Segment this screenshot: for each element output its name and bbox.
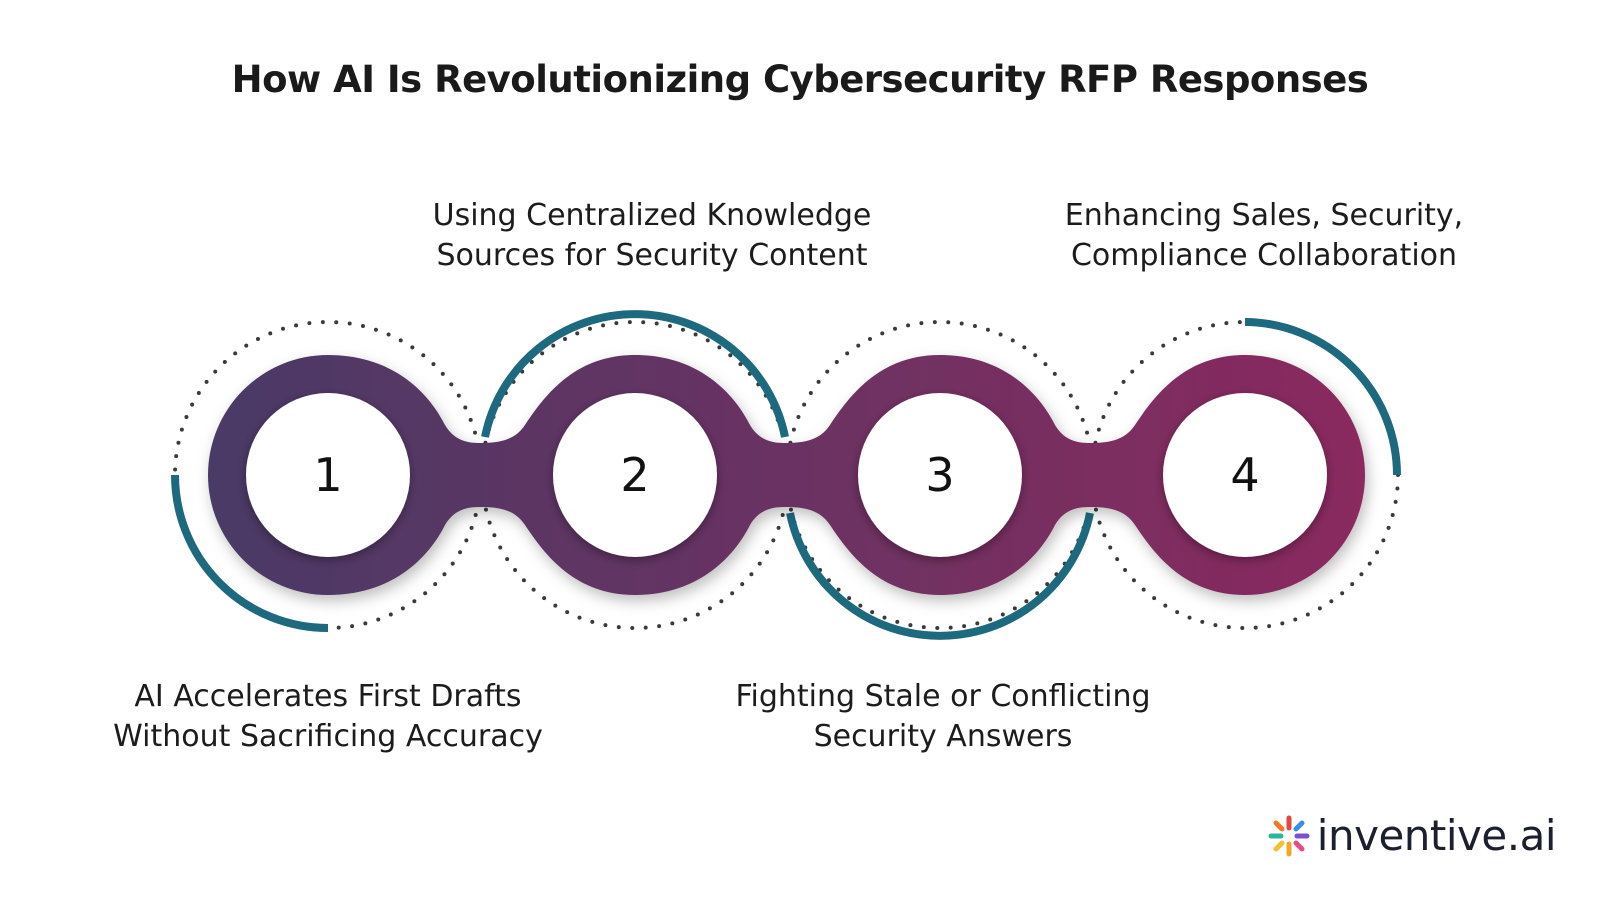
- step-2-label: Using Centralized Knowledge Sources for …: [392, 196, 912, 276]
- step-1-inner-circle: [246, 393, 410, 557]
- step-4-label-line-1: Enhancing Sales, Security,: [1064, 198, 1464, 233]
- logo-text: inventive.ai: [1316, 811, 1557, 860]
- inventive-logo: inventive.ai: [1267, 811, 1557, 860]
- step-1-label-line-2: Without Sacrificing Accuracy: [113, 719, 543, 754]
- step-2-label-line-2: Sources for Security Content: [436, 238, 868, 273]
- step-2-node: 2: [553, 393, 717, 557]
- step-4-inner-circle: [1163, 393, 1327, 557]
- step-2-label-line-1: Using Centralized Knowledge: [432, 198, 872, 233]
- step-4-label-line-2: Compliance Collaboration: [1070, 238, 1458, 273]
- step-1-label: AI Accelerates First Drafts Without Sacr…: [68, 677, 588, 757]
- inventive-burst-icon: [1268, 815, 1310, 856]
- step-2-inner-circle: [553, 393, 717, 557]
- step-1-label-line-1: AI Accelerates First Drafts: [134, 679, 522, 714]
- step-3-label-line-1: Fighting Stale or Conflicting: [735, 679, 1151, 714]
- page-title: How AI Is Revolutionizing Cybersecurity …: [231, 58, 1369, 101]
- step-4-node: 4: [1163, 393, 1327, 557]
- step-2-number: 2: [620, 448, 649, 502]
- accent-arc-3: [786, 512, 1094, 640]
- gradient-band: [208, 355, 1365, 595]
- step-3-label: Fighting Stale or Conflicting Security A…: [683, 677, 1203, 757]
- step-3-label-line-2: Security Answers: [813, 719, 1073, 754]
- step-1-node: 1: [246, 393, 410, 557]
- accent-arc-4: [1244, 318, 1401, 476]
- step-4-number: 4: [1230, 448, 1259, 502]
- step-3-number: 3: [925, 448, 954, 502]
- accent-arc-1: [171, 474, 329, 632]
- step-3-node: 3: [858, 393, 1022, 557]
- step-1-number: 1: [313, 448, 342, 502]
- accent-arc-2: [481, 310, 789, 438]
- step-3-inner-circle: [858, 393, 1022, 557]
- step-4-label: Enhancing Sales, Security, Compliance Co…: [1004, 196, 1524, 276]
